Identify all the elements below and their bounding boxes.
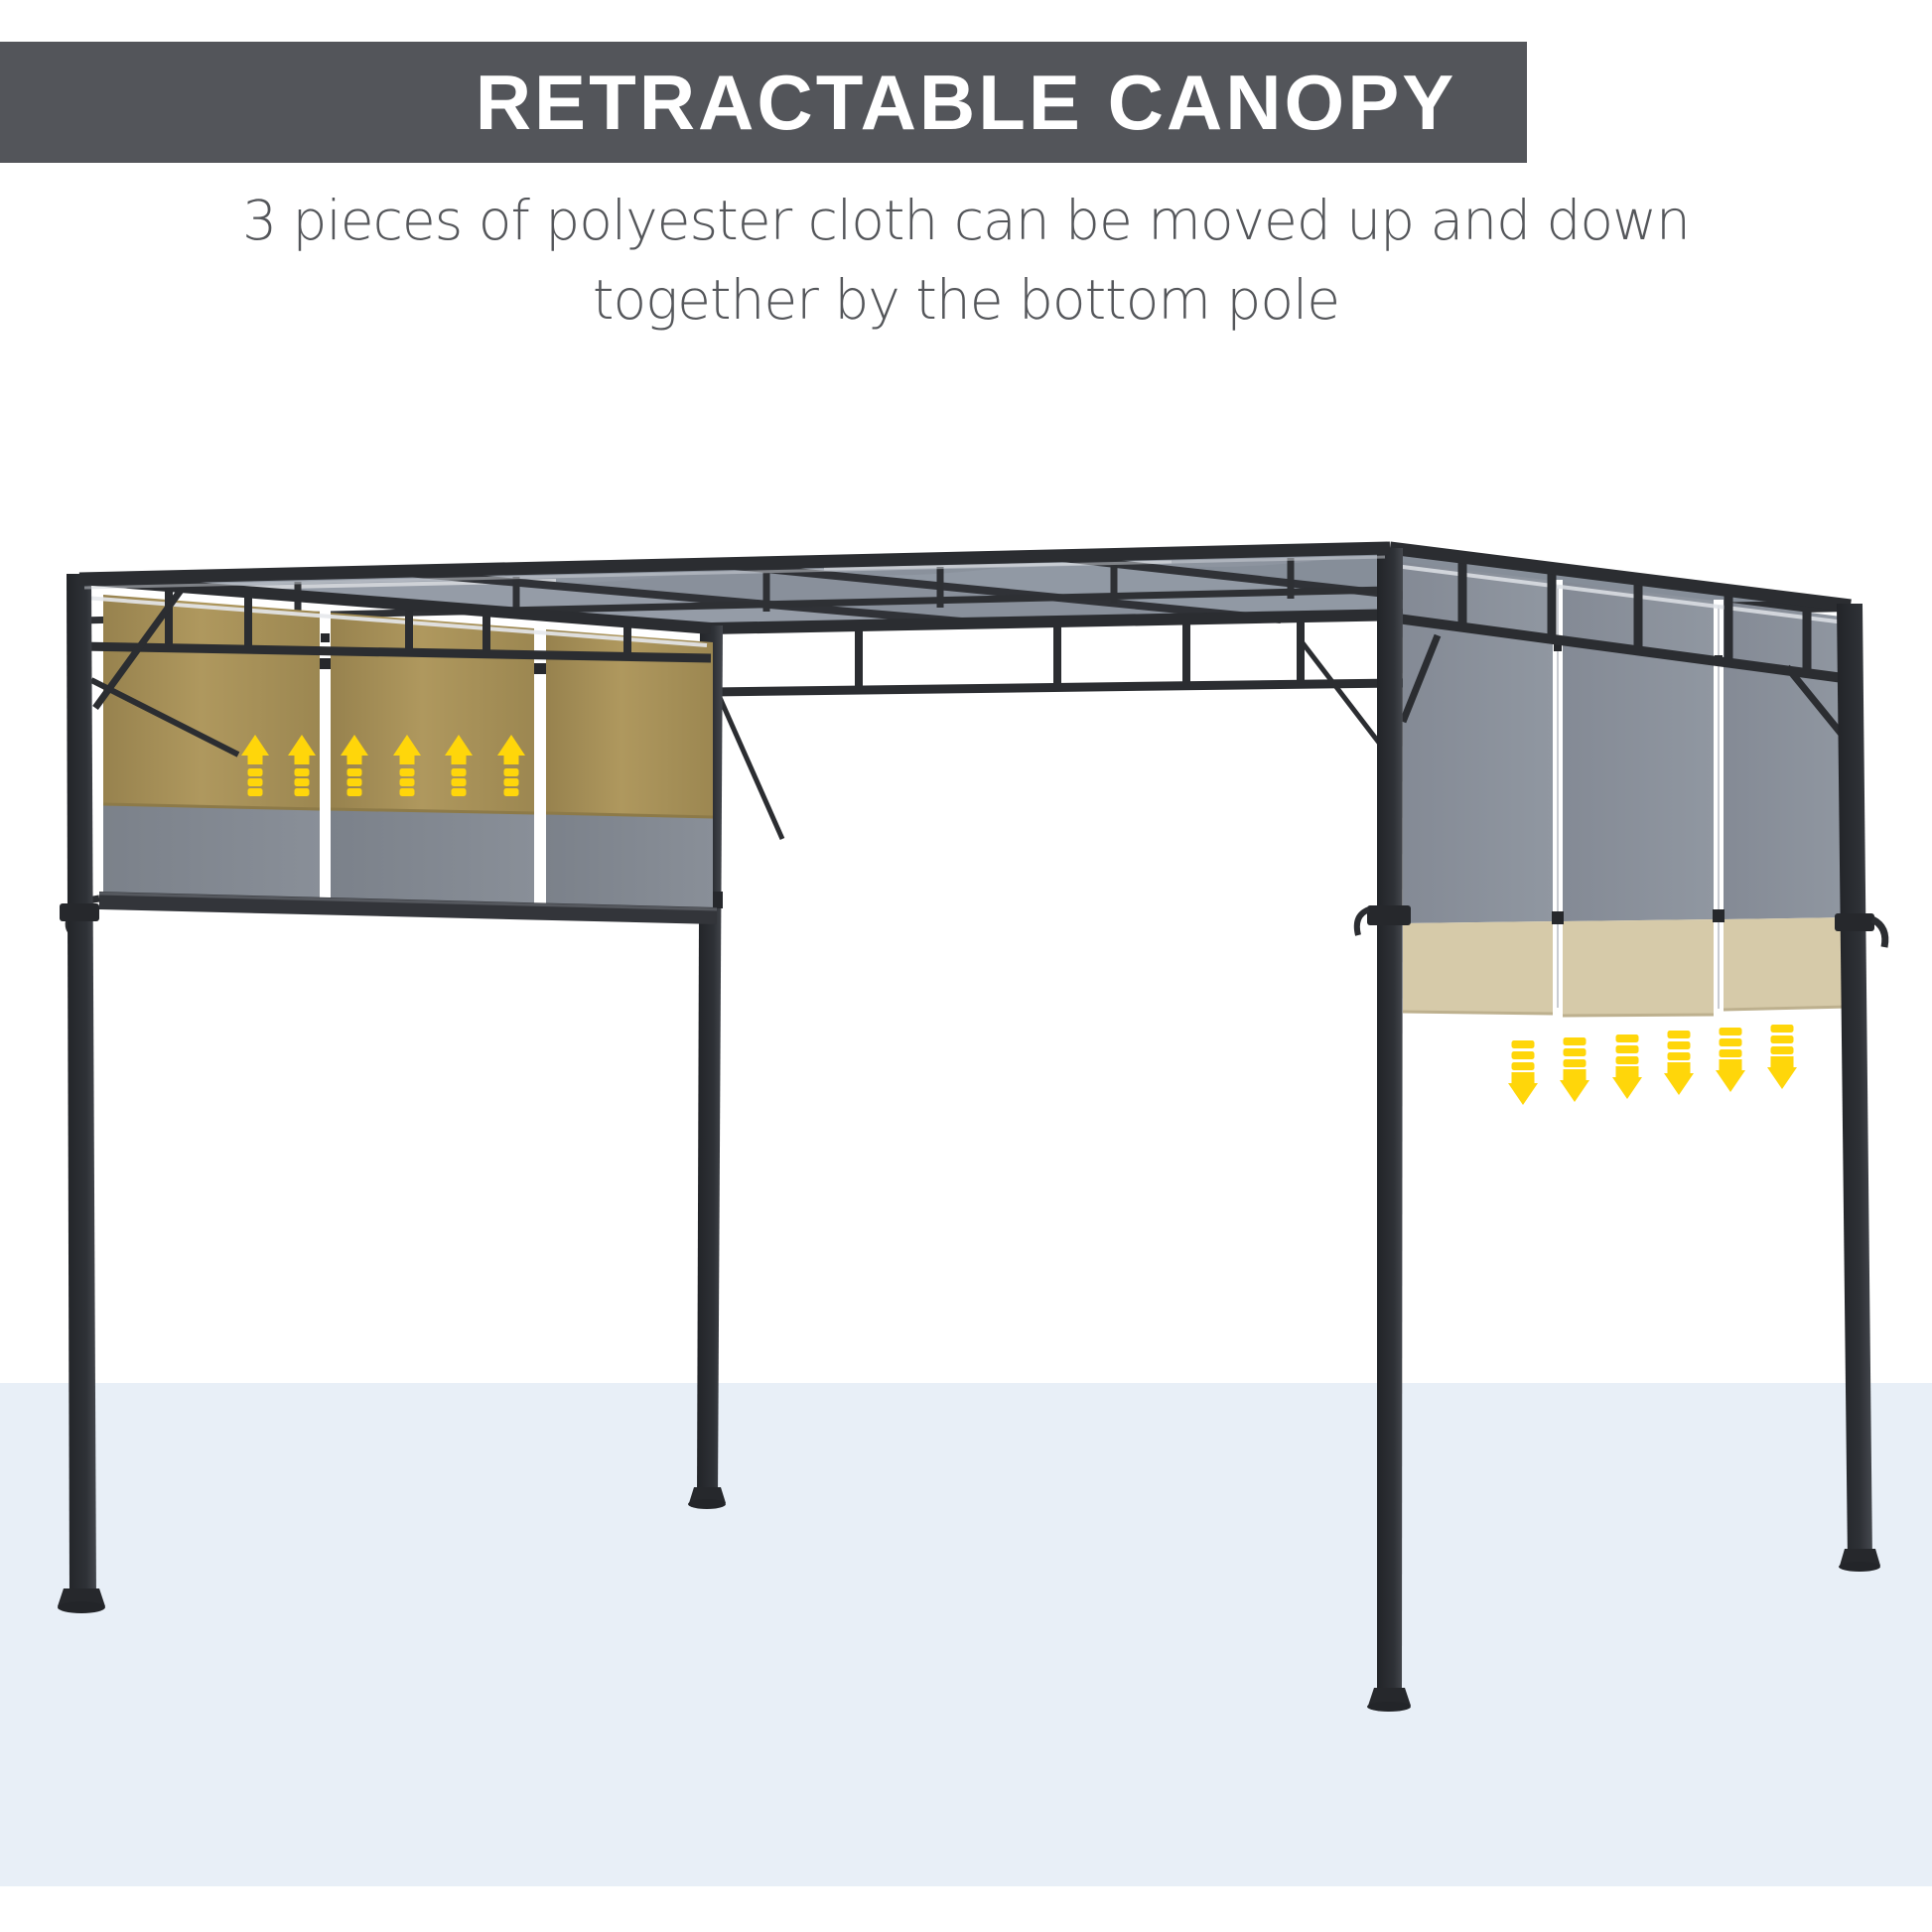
front-roof-edge [78, 541, 1391, 590]
ground [0, 1383, 1932, 1886]
up-arrow-icon [497, 735, 525, 796]
down-arrow-icon [1767, 1025, 1797, 1089]
subtitle-line-2: together by the bottom pole [592, 268, 1340, 332]
down-arrow-icon [1716, 1028, 1745, 1092]
down-arrow-icon [1664, 1031, 1694, 1095]
subtitle: 3 pieces of polyester cloth can be moved… [0, 181, 1932, 340]
post-right [1835, 604, 1889, 1572]
post-left [58, 574, 105, 1613]
down-arrow-icon [1560, 1037, 1589, 1102]
title-banner [0, 42, 1527, 163]
right-wall-frame [1389, 541, 1852, 740]
right-wall-panels [1402, 562, 1850, 1018]
down-arrow-icon [1612, 1035, 1642, 1099]
post-front-right [1353, 548, 1411, 1712]
subtitle-line-1: 3 pieces of polyester cloth can be moved… [242, 189, 1691, 252]
left-wall-frame [78, 573, 712, 758]
up-arrow-icon [341, 735, 368, 796]
page-title: RETRACTABLE CANOPY [475, 58, 1457, 146]
down-arrows-icon [1508, 1025, 1797, 1105]
down-arrow-icon [1508, 1040, 1538, 1105]
up-arrow-icon [241, 735, 269, 796]
up-arrow-icon [288, 735, 316, 796]
up-arrow-icon [393, 735, 421, 796]
up-arrow-icon [445, 735, 473, 796]
up-arrows-icon [241, 735, 525, 796]
